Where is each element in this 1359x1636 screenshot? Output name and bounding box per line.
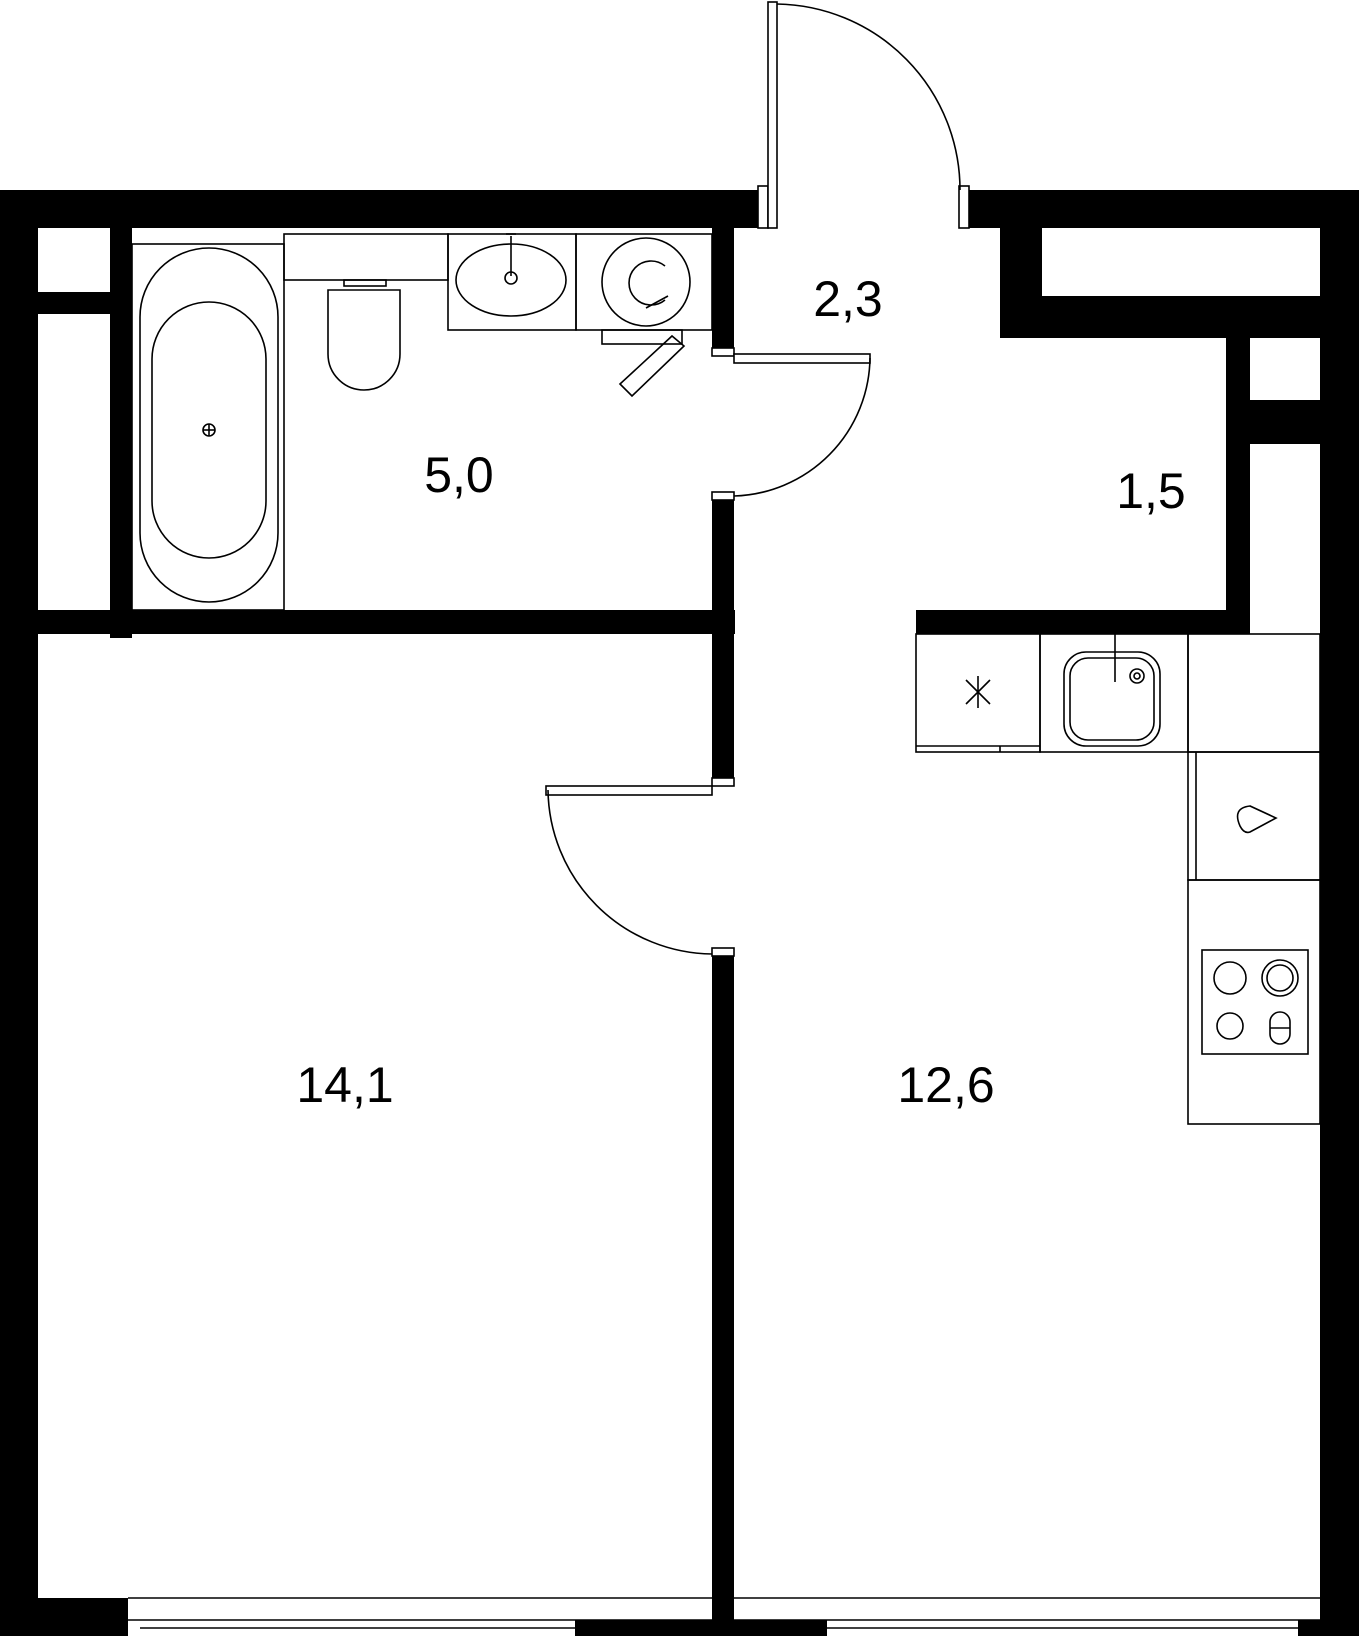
wall-bedroom-kitchen-lower: [712, 956, 734, 1636]
washing-machine-icon: [575, 233, 713, 398]
wall-bath-left: [110, 228, 132, 638]
bathtub-icon: [131, 243, 285, 611]
wall-right: [1320, 190, 1359, 1636]
wall-storage-left: [1226, 338, 1250, 634]
fridge-icon: [915, 633, 1041, 753]
entrance-door: [757, 1, 970, 229]
washbasin-icon: [447, 233, 577, 331]
wall-shaft-bottom: [1000, 296, 1320, 338]
wall-top-left: [0, 190, 758, 228]
wall-bottom-right: [1298, 1620, 1359, 1636]
wall-niche-divider: [38, 292, 110, 314]
kitchen-fixtures: [915, 633, 1321, 1125]
wall-bedroom-kitchen-upper: [712, 634, 734, 784]
wall-left: [0, 190, 38, 1636]
storage-area-label: 1,5: [1116, 463, 1186, 519]
range-hood-icon: [1187, 751, 1321, 881]
wall-bath-hall-upper: [712, 228, 734, 356]
wall-storage-niche: [1250, 400, 1320, 444]
wall-bottom-middle: [575, 1620, 827, 1636]
toilet-icon: [283, 233, 449, 391]
bedroom-area-label: 14,1: [296, 1057, 393, 1113]
bathroom-fixtures: [131, 233, 713, 611]
bathroom-door: [711, 347, 871, 501]
room-labels: 5,0 2,3 1,5 14,1 12,6: [296, 271, 1185, 1113]
kitchen-sink-icon: [1039, 633, 1189, 753]
wall-bottom-left: [0, 1598, 128, 1636]
wall-storage-kitchen: [916, 610, 1250, 634]
doors: [545, 1, 970, 957]
kitchen-living-area-label: 12,6: [897, 1057, 994, 1113]
hob-icon: [1187, 879, 1321, 1125]
walls: [0, 190, 1359, 1636]
wall-bath-bedroom: [38, 610, 735, 634]
bathroom-area-label: 5,0: [424, 447, 494, 503]
wall-top-right: [969, 190, 1359, 228]
windows: [128, 1597, 1320, 1629]
bedroom-door: [545, 777, 735, 957]
hallway-area-label: 2,3: [813, 271, 883, 327]
kitchen-counter-corner: [1187, 633, 1321, 753]
wall-bath-hall-lower: [712, 500, 734, 634]
